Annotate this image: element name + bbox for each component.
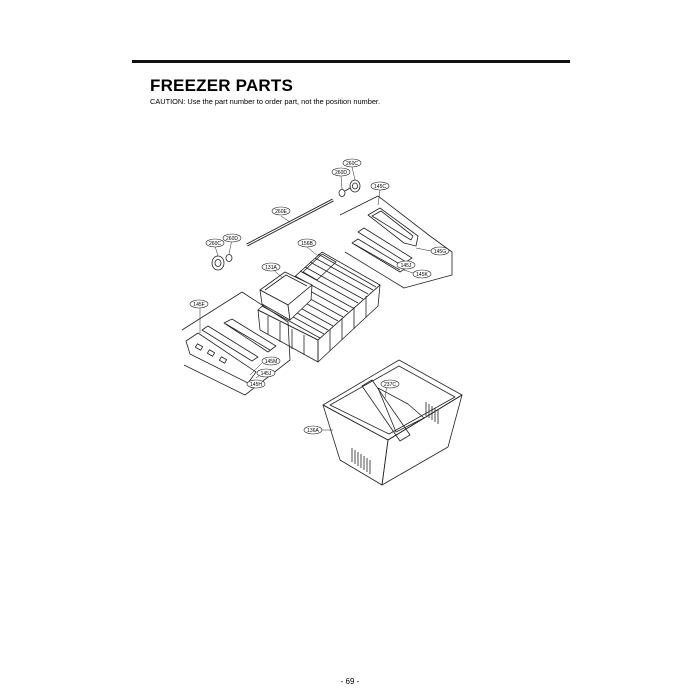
left-roller-parts (211, 254, 233, 271)
page-number: - 69 - (340, 677, 360, 686)
callout-145C: 145C (374, 184, 386, 190)
callout-145J-left: 145J (261, 371, 272, 377)
callout-136A: 136A (307, 428, 319, 434)
callout-145K: 145K (416, 272, 428, 278)
callout-145J-right: 145J (401, 263, 412, 269)
callout-145F: 145F (193, 302, 204, 308)
caution-note: CAUTION: Use the part number to order pa… (150, 97, 381, 106)
large-pan (322, 359, 463, 486)
callout-156B: 156B (301, 241, 313, 247)
callout-145M: 145M (265, 359, 278, 365)
callout-260D-left: 260D (226, 236, 238, 242)
callout-145G: 145G (434, 249, 446, 255)
callout-237C: 237C (384, 382, 396, 388)
page-title: FREEZER PARTS (150, 76, 294, 95)
leader-lines (199, 166, 432, 431)
callout-131A: 131A (265, 265, 277, 271)
callout-260E: 260E (275, 209, 287, 215)
callout-260D-top: 260D (335, 170, 347, 176)
callout-labels: 260C 260D 145C 260E 260D 260C 156B 145G … (193, 161, 446, 434)
callout-ovals (189, 158, 450, 435)
callout-260C-left: 260C (209, 241, 221, 247)
left-rail-group (181, 291, 291, 396)
header-rule (132, 60, 570, 63)
small-bin (259, 271, 313, 321)
rod-part (246, 198, 334, 247)
callout-145H: 145H (250, 382, 262, 388)
callout-260C-top: 260C (346, 161, 358, 167)
right-rail-group (339, 195, 453, 289)
